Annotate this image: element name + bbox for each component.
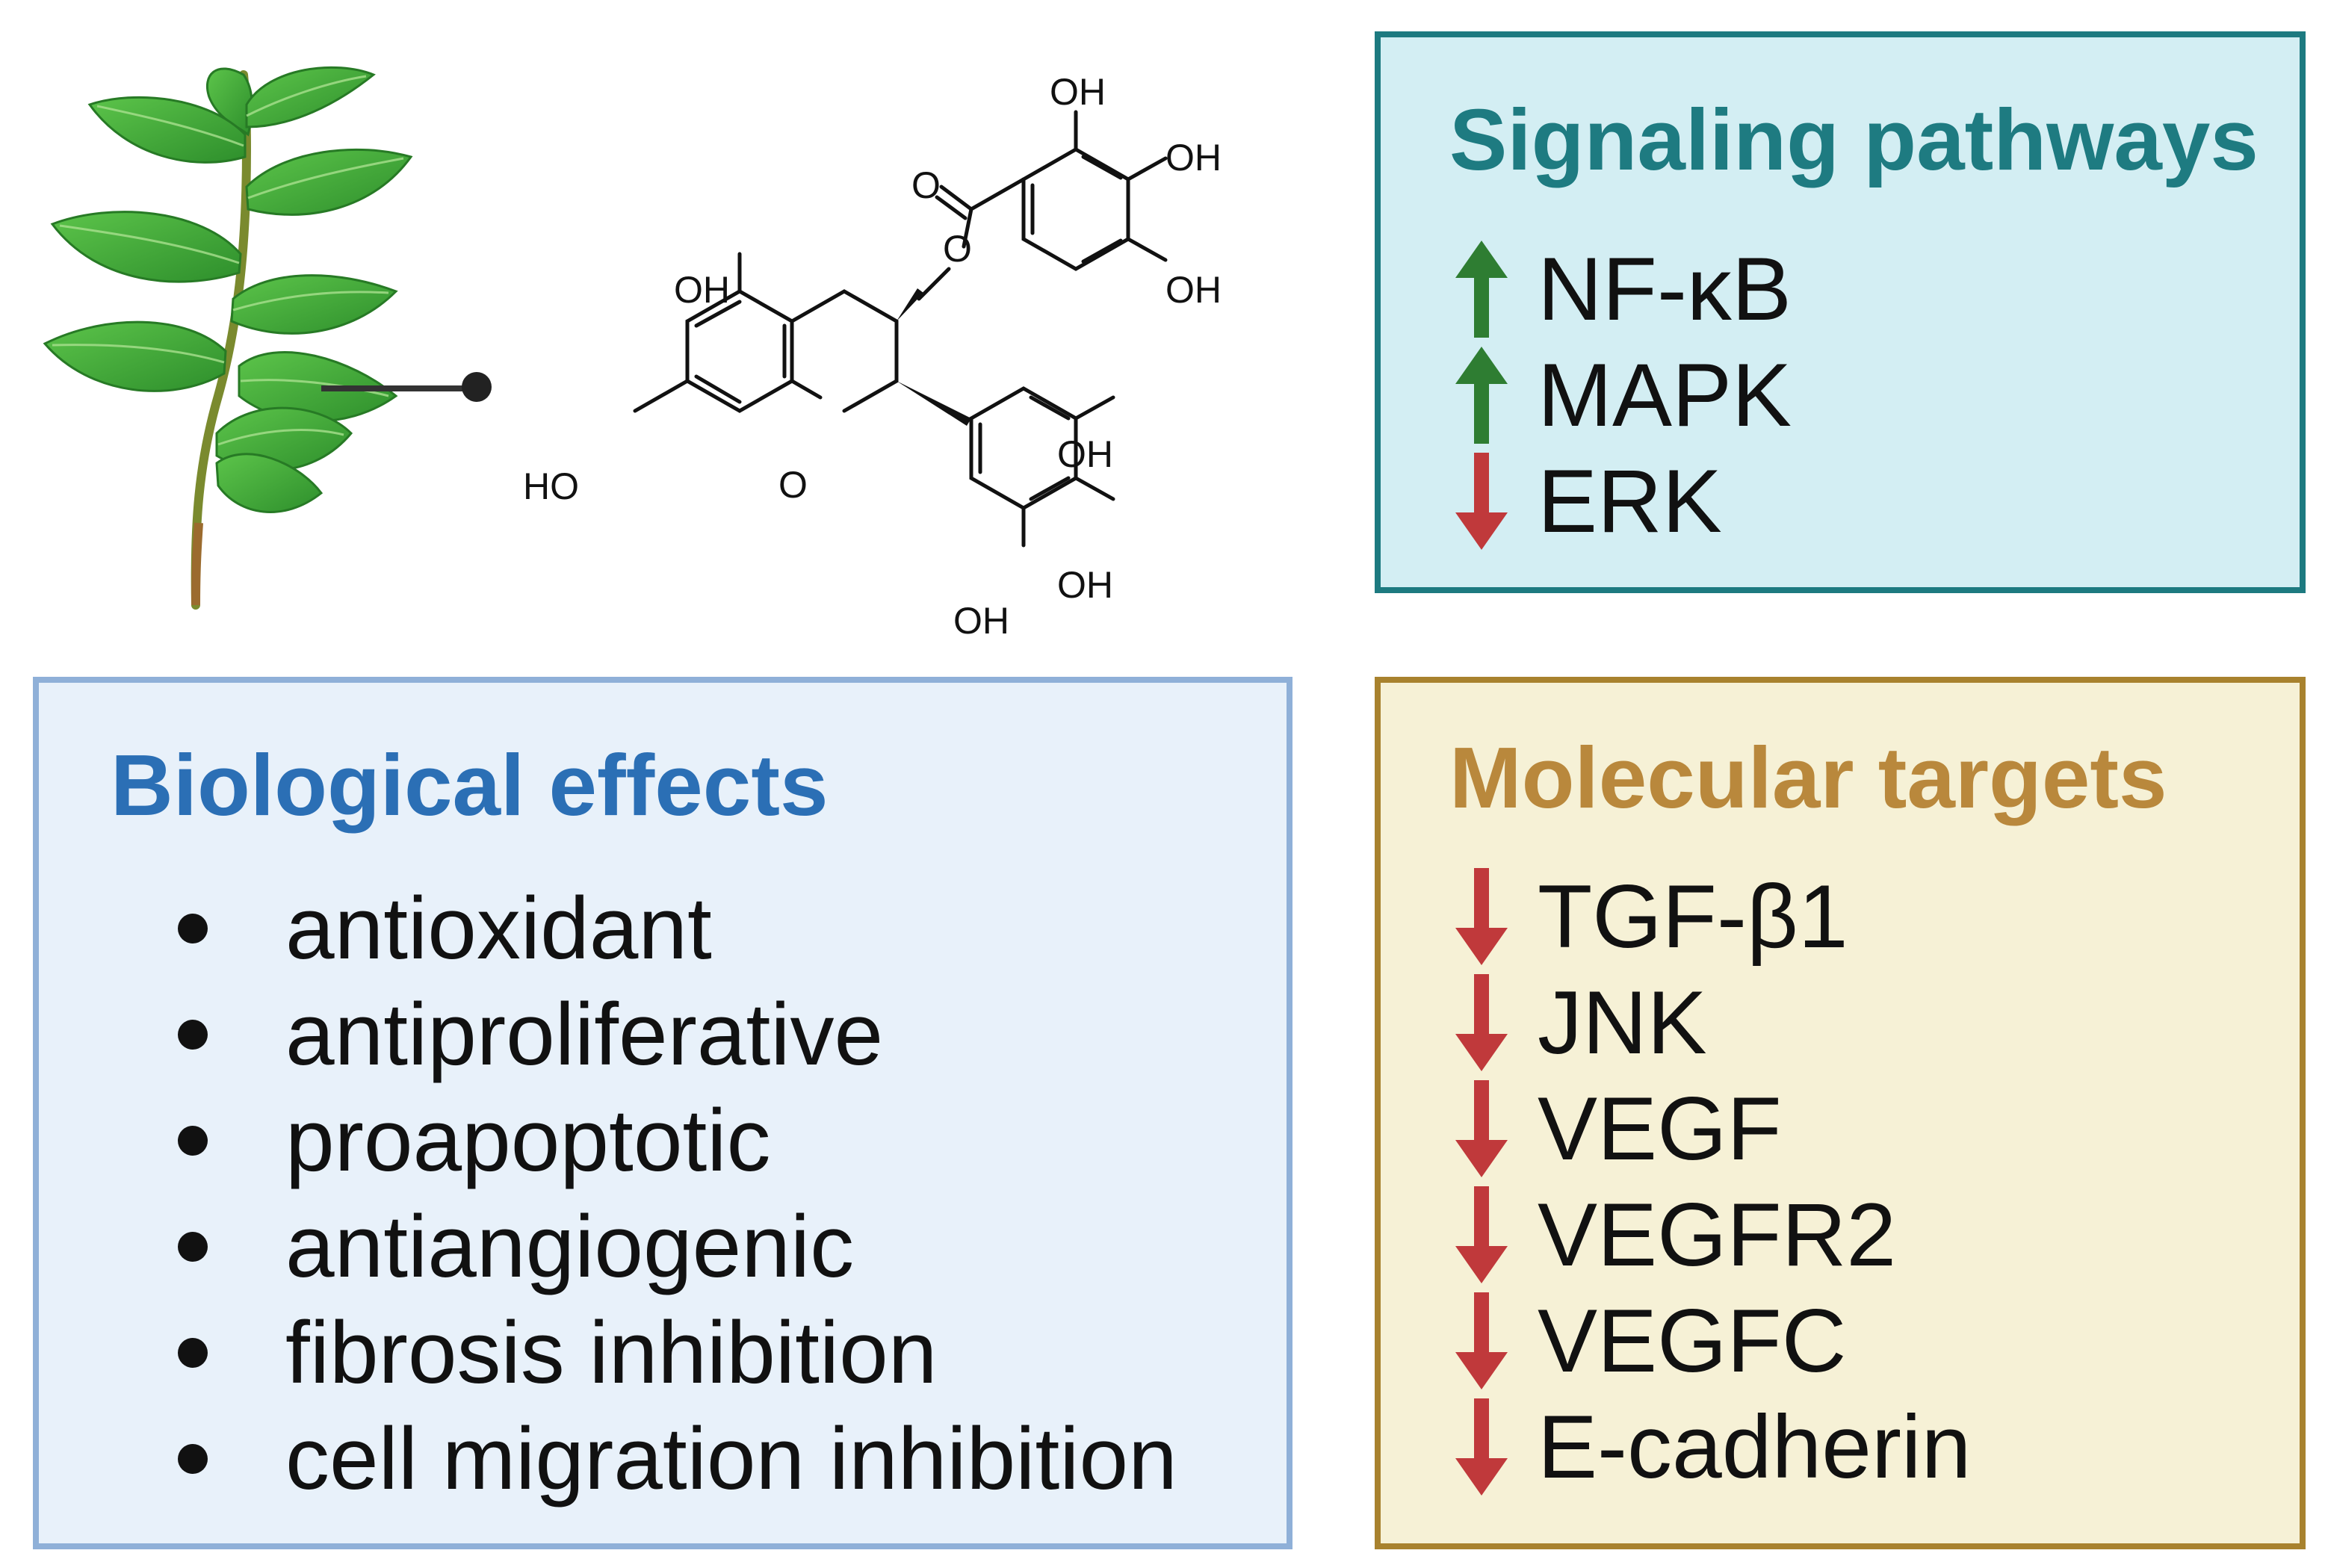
effect-label: proapoptotic — [285, 1091, 771, 1190]
target-item: TGF-β1 — [1455, 868, 1848, 965]
down-arrow-icon — [1455, 1186, 1508, 1283]
bullet-icon — [178, 1444, 208, 1474]
up-arrow-icon — [1455, 347, 1508, 444]
target-item: E-cadherin — [1455, 1398, 1971, 1496]
target-label: E-cadherin — [1538, 1397, 1972, 1497]
effect-item: proapoptotic — [178, 1097, 770, 1185]
target-item: JNK — [1455, 974, 1707, 1071]
down-arrow-icon — [1455, 1080, 1508, 1177]
effect-item: fibrosis inhibition — [178, 1309, 937, 1397]
tea-plant-illustration — [43, 66, 492, 610]
effect-label: antiangiogenic — [285, 1197, 855, 1296]
target-item: VEGFC — [1455, 1292, 1846, 1389]
up-arrow-icon — [1455, 241, 1508, 338]
target-item: VEGF — [1455, 1080, 1782, 1177]
down-arrow-icon — [1455, 1398, 1508, 1496]
target-label: VEGFR2 — [1538, 1185, 1897, 1285]
effect-item: antioxidant — [178, 884, 712, 973]
effect-item: cell migration inhibition — [178, 1415, 1177, 1503]
pathway-label: MAPK — [1538, 345, 1792, 445]
molecule-label: OH — [953, 600, 1009, 642]
effect-item: antiangiogenic — [178, 1203, 854, 1291]
target-label: VEGF — [1538, 1079, 1782, 1179]
signaling-pathways-panel: Signaling pathways NF-κB MAPK ERK — [1375, 31, 2306, 593]
panel-title: Signaling pathways — [1449, 91, 2259, 188]
target-label: VEGFC — [1538, 1291, 1847, 1391]
chemical-structure: OH OH OH O OH O HO O OH OH OH — [523, 71, 1222, 642]
panel-title: Molecular targets — [1449, 729, 2167, 826]
molecule-label: O — [943, 228, 972, 270]
effect-label: antioxidant — [285, 879, 712, 978]
molecule-label: O — [911, 164, 941, 206]
molecular-targets-panel: Molecular targets TGF-β1 JNK VEGF VEGFR2… — [1375, 677, 2306, 1549]
bullet-icon — [178, 1020, 208, 1050]
molecule-label: OH — [1165, 137, 1222, 179]
effect-label: antiproliferative — [285, 985, 884, 1084]
effect-label: fibrosis inhibition — [285, 1304, 938, 1402]
target-item: VEGFR2 — [1455, 1186, 1896, 1283]
molecule-label: OH — [1057, 433, 1113, 475]
target-label: TGF-β1 — [1538, 867, 1848, 967]
down-arrow-icon — [1455, 453, 1508, 550]
bullet-icon — [178, 1338, 208, 1368]
bullet-icon — [178, 914, 208, 943]
biological-effects-panel: Biological effects antioxidant antiproli… — [33, 677, 1292, 1549]
pathway-item: NF-κB — [1455, 241, 1792, 338]
down-arrow-icon — [1455, 974, 1508, 1071]
molecule-label: HO — [523, 465, 579, 507]
bullet-icon — [178, 1232, 208, 1262]
pathway-item: ERK — [1455, 453, 1722, 550]
pathway-label: ERK — [1538, 451, 1722, 551]
bullet-icon — [178, 1126, 208, 1156]
down-arrow-icon — [1455, 1292, 1508, 1389]
effect-item: antiproliferative — [178, 991, 883, 1079]
molecule-label: O — [778, 464, 808, 506]
pathway-label: NF-κB — [1538, 239, 1792, 339]
down-arrow-icon — [1455, 868, 1508, 965]
panel-title: Biological effects — [111, 737, 829, 834]
molecule-label: OH — [1165, 269, 1222, 311]
target-label: JNK — [1538, 973, 1707, 1073]
pathway-item: MAPK — [1455, 347, 1792, 444]
molecule-label: OH — [1057, 564, 1113, 606]
molecule-label: OH — [674, 269, 730, 311]
effect-label: cell migration inhibition — [285, 1410, 1177, 1508]
molecule-label: OH — [1050, 71, 1106, 113]
